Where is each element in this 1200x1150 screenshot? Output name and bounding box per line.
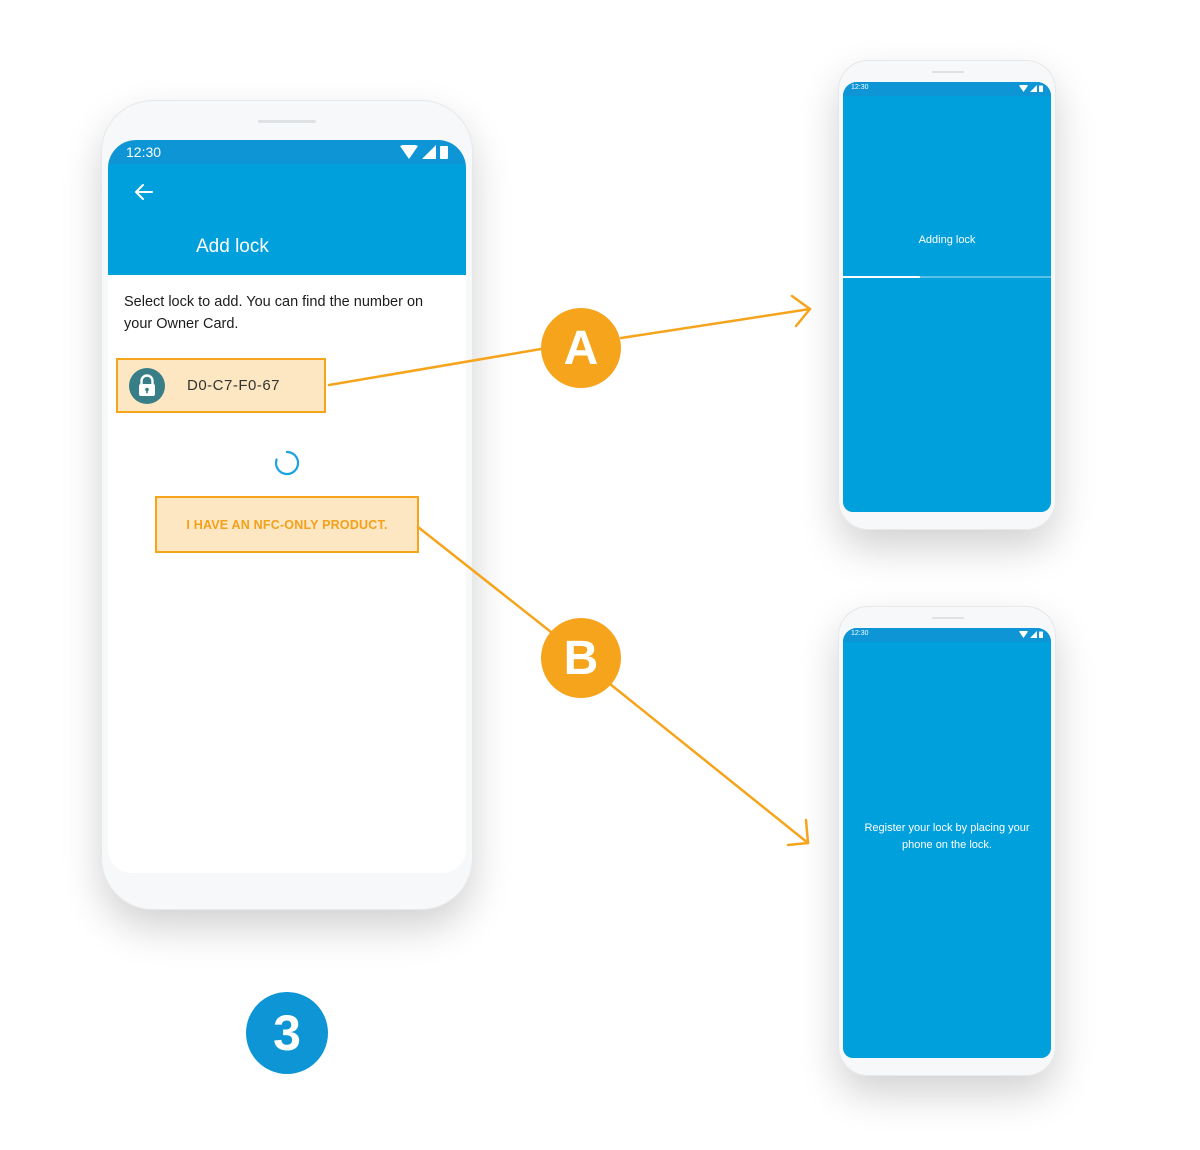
page-title: Add lock: [196, 236, 269, 257]
app-bar: Add lock: [108, 164, 466, 275]
loading-spinner-icon: [274, 450, 300, 476]
arrow-b-line-2: [608, 682, 810, 845]
phone-nfc-register: 12:30 Register your lock by placing your…: [838, 606, 1056, 1076]
status-time: 12:30: [126, 144, 162, 160]
arrow-a-head: [790, 294, 812, 328]
lock-id-label: D0-C7-F0-67: [187, 377, 281, 394]
wifi-icon: [1019, 631, 1028, 638]
status-time: 12:30: [851, 84, 869, 91]
arrow-b-line-1: [416, 525, 558, 638]
adding-lock-screen: 12:30 Adding lock: [843, 82, 1051, 512]
arrow-left-icon[interactable]: [132, 180, 156, 204]
instruction-text: Select lock to add. You can find the num…: [124, 294, 424, 332]
status-bar: 12:30: [843, 82, 1051, 96]
battery-icon: [1039, 631, 1043, 638]
nfc-register-message: Register your lock by placing your phone…: [864, 822, 1030, 851]
arrow-b-head: [786, 818, 810, 847]
annotation-badge-a: A: [541, 308, 621, 388]
wifi-icon: [400, 145, 418, 159]
progress-bar-fill: [843, 276, 920, 278]
battery-icon: [1039, 85, 1043, 92]
nfc-register-screen: 12:30 Register your lock by placing your…: [843, 628, 1051, 1058]
phone-adding-lock: 12:30 Adding lock: [838, 60, 1056, 530]
status-bar: 12:30: [843, 628, 1051, 642]
battery-icon: [440, 146, 448, 159]
signal-icon: [422, 145, 436, 159]
status-icons: [1019, 85, 1043, 92]
lock-list-item[interactable]: D0-C7-F0-67: [116, 358, 326, 413]
status-icons: [1019, 631, 1043, 638]
arrow-a-line-2: [619, 307, 812, 340]
adding-lock-message: Adding lock: [918, 234, 976, 246]
phone-speaker: [258, 120, 316, 123]
status-icons: [400, 145, 448, 159]
progress-bar: [843, 276, 1051, 278]
signal-icon: [1030, 85, 1037, 92]
phone-add-lock: 12:30 Add lock Select lock to add. You c…: [101, 100, 473, 910]
nfc-only-product-button[interactable]: I HAVE AN NFC-ONLY PRODUCT.: [155, 496, 419, 553]
step-number-badge: 3: [246, 992, 328, 1074]
padlock-icon: [129, 368, 165, 404]
status-time: 12:30: [851, 630, 869, 637]
signal-icon: [1030, 631, 1037, 638]
arrow-a-line-1: [327, 347, 543, 387]
phone-speaker: [932, 617, 964, 619]
phone-speaker: [932, 71, 964, 73]
add-lock-screen: 12:30 Add lock Select lock to add. You c…: [108, 140, 466, 873]
status-bar: 12:30: [108, 140, 466, 164]
annotation-badge-b: B: [541, 618, 621, 698]
wifi-icon: [1019, 85, 1028, 92]
